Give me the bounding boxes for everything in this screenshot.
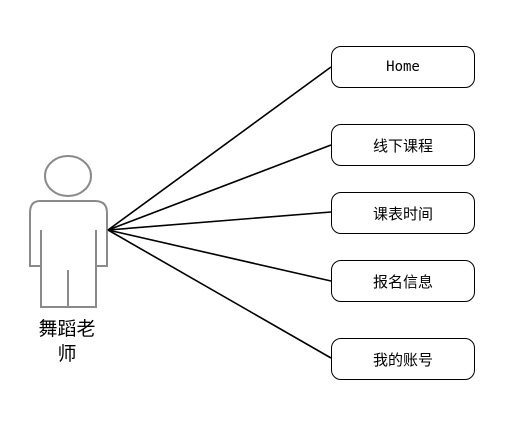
association-line-account — [107, 229, 332, 359]
association-lines — [107, 66, 332, 359]
actor-head — [44, 155, 92, 197]
use-case-home: Home — [331, 46, 475, 88]
actor-figure — [29, 155, 108, 308]
use-case-offline-courses: 线下课程 — [331, 124, 475, 166]
association-line-registration — [107, 229, 332, 282]
actor-label: 舞蹈老师 — [38, 318, 96, 365]
use-case-schedule: 课表时间 — [331, 192, 475, 234]
association-line-home — [107, 66, 332, 231]
association-line-offline-courses — [107, 144, 332, 231]
use-case-account: 我的账号 — [331, 338, 475, 380]
actor-body — [29, 200, 108, 308]
association-line-schedule — [107, 211, 332, 231]
use-case-registration: 报名信息 — [331, 260, 475, 302]
